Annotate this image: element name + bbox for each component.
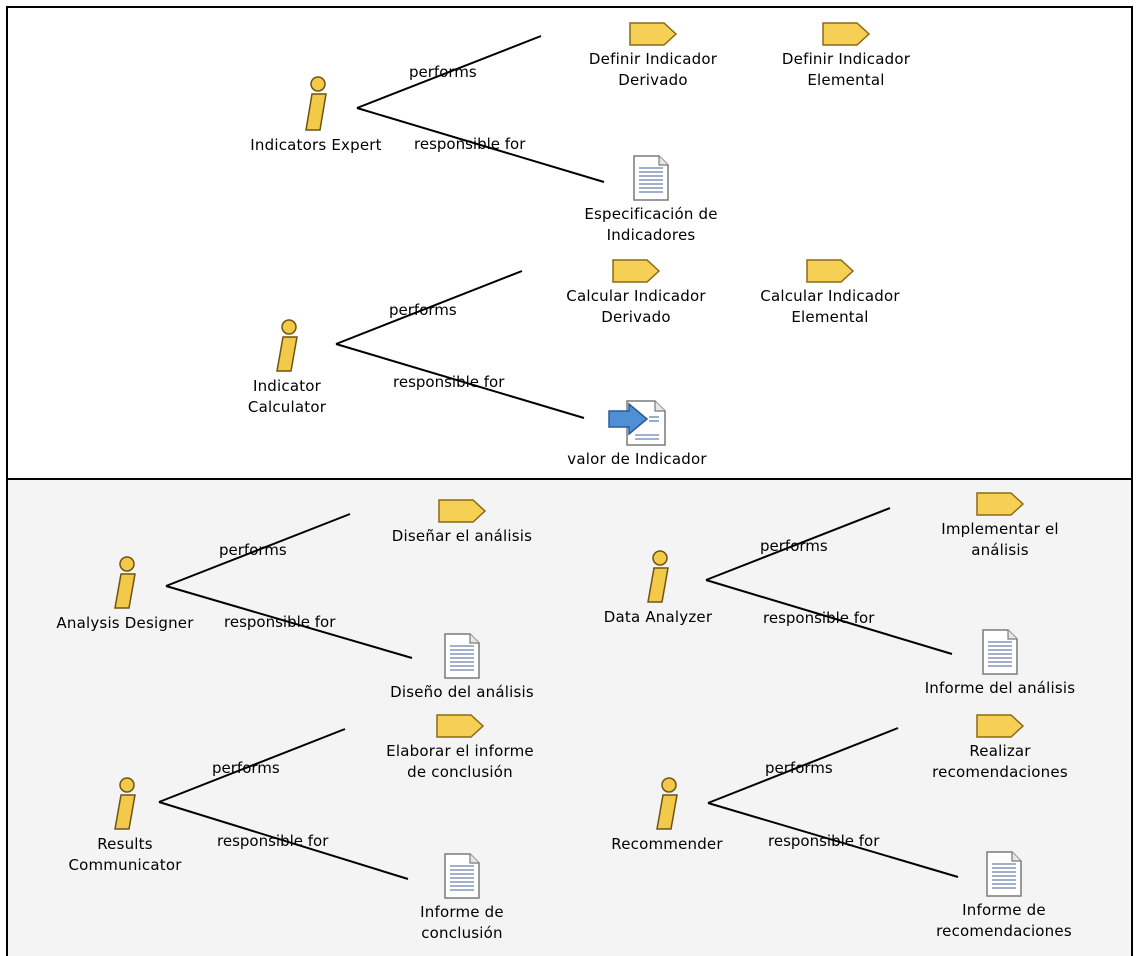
product-informe-de-recomendaciones[interactable]: Informe de recomendaciones [916, 850, 1092, 942]
task-implementar-el-analisis[interactable]: Implementar el análisis [912, 491, 1088, 561]
task-calcular-indicador-derivado[interactable]: Calcular Indicador Derivado [548, 258, 724, 328]
role-name: Analysis Designer [56, 614, 194, 632]
role-name-line-2: Communicator [68, 856, 182, 874]
role-name-line-2: Calculator [247, 398, 327, 416]
role-name: Data Analyzer [603, 608, 713, 626]
responsible-line [165, 585, 413, 659]
task-name-line-2: Derivado [618, 71, 688, 89]
role-name: Recommender [611, 835, 723, 853]
task-name-line-1: Calcular Indicador [566, 287, 706, 305]
product-name-line-1: Especificación de [584, 205, 718, 223]
product-informe-de-conclusion[interactable]: Informe de conclusión [374, 852, 550, 944]
product-name: Informe del análisis [924, 679, 1076, 697]
performs-label: performs [212, 759, 280, 777]
responsible-for-label: responsible for [217, 832, 329, 850]
task-name-line-1: Definir Indicador [588, 50, 718, 68]
product-name-line-2: Indicadores [606, 226, 696, 244]
performs-line [165, 513, 351, 587]
task-name-line-1: Implementar el [941, 520, 1059, 538]
performs-line [705, 507, 891, 581]
role-name: Indicators Expert [250, 136, 382, 154]
task-tag-icon [976, 492, 1025, 516]
product-name-line-2: recomendaciones [936, 922, 1072, 940]
task-tag-icon [438, 499, 487, 523]
role-name-line-1: Indicator [252, 377, 322, 395]
responsible-line [335, 343, 585, 419]
product-informe-del-analisis[interactable]: Informe del análisis [912, 628, 1088, 699]
performs-line [335, 270, 523, 345]
top-panel [6, 6, 1133, 480]
task-name-line-1: Realizar [969, 742, 1031, 760]
task-calcular-indicador-elemental[interactable]: Calcular Indicador Elemental [742, 258, 918, 328]
role-person-icon [276, 319, 298, 372]
role-analysis-designer[interactable]: Analysis Designer [45, 555, 205, 634]
role-data-analyzer[interactable]: Data Analyzer [590, 549, 726, 628]
task-name-line-2: Elemental [791, 308, 869, 326]
performs-label: performs [409, 63, 477, 81]
task-name-line-2: análisis [971, 541, 1029, 559]
product-name: valor de Indicador [567, 450, 707, 468]
responsible-for-label: responsible for [768, 832, 880, 850]
responsible-line [705, 579, 953, 655]
role-person-icon [305, 76, 327, 131]
performs-label: performs [760, 537, 828, 555]
task-realizar-recomendaciones[interactable]: Realizar recomendaciones [912, 713, 1088, 783]
task-tag-icon [612, 259, 661, 283]
product-especificacion-de-indicadores[interactable]: Especificación de Indicadores [563, 154, 739, 246]
responsible-for-label: responsible for [414, 135, 526, 153]
product-name-line-1: Informe de [420, 903, 504, 921]
product-diseno-del-analisis[interactable]: Diseño del análisis [374, 632, 550, 703]
responsible-for-label: responsible for [393, 373, 505, 391]
task-elaborar-el-informe[interactable]: Elaborar el informe de conclusión [362, 713, 558, 783]
output-document-icon [608, 400, 666, 446]
task-definir-indicador-derivado[interactable]: Definir Indicador Derivado [570, 21, 736, 91]
product-name: Diseño del análisis [390, 683, 534, 701]
performs-label: performs [219, 541, 287, 559]
task-tag-icon [436, 714, 485, 738]
task-definir-indicador-elemental[interactable]: Definir Indicador Elemental [763, 21, 929, 91]
product-valor-de-indicador[interactable]: valor de Indicador [549, 399, 725, 470]
task-tag-icon [629, 22, 678, 46]
task-name-line-1: Definir Indicador [781, 50, 911, 68]
role-person-icon [647, 550, 669, 603]
performs-line [158, 728, 346, 803]
role-person-icon [114, 556, 136, 609]
product-name-line-1: Informe de [962, 901, 1046, 919]
task-name-line-2: Elemental [807, 71, 885, 89]
performs-label: performs [389, 301, 457, 319]
responsible-line [356, 107, 605, 183]
document-icon [444, 633, 480, 679]
task-tag-icon [976, 714, 1025, 738]
responsible-line [158, 801, 409, 880]
performs-line [707, 727, 899, 804]
role-recommender[interactable]: Recommender [597, 776, 737, 855]
task-name-line-1: Elaborar el informe [386, 742, 534, 760]
task-tag-icon [806, 259, 855, 283]
document-icon [982, 629, 1018, 675]
role-indicator-calculator[interactable]: Indicator Calculator [232, 318, 342, 418]
product-name-line-2: conclusión [421, 924, 503, 942]
role-person-icon [114, 777, 136, 830]
performs-line [356, 35, 542, 109]
responsible-for-label: responsible for [763, 609, 875, 627]
responsible-line [707, 802, 959, 878]
role-results-communicator[interactable]: Results Communicator [60, 776, 190, 876]
task-tag-icon [822, 22, 871, 46]
task-name-line-2: Derivado [601, 308, 671, 326]
task-disenar-el-analisis[interactable]: Diseñar el análisis [374, 498, 550, 547]
performs-label: performs [765, 759, 833, 777]
role-name-line-1: Results [97, 835, 153, 853]
task-name-line-2: recomendaciones [932, 763, 1068, 781]
role-person-icon [656, 777, 678, 830]
document-icon [986, 851, 1022, 897]
bottom-panel [6, 478, 1133, 956]
task-name: Diseñar el análisis [391, 527, 533, 545]
task-name-line-2: de conclusión [407, 763, 513, 781]
role-indicators-expert[interactable]: Indicators Expert [236, 75, 396, 156]
responsible-for-label: responsible for [224, 613, 336, 631]
document-icon [633, 155, 669, 201]
task-name-line-1: Calcular Indicador [760, 287, 900, 305]
document-icon [444, 853, 480, 899]
